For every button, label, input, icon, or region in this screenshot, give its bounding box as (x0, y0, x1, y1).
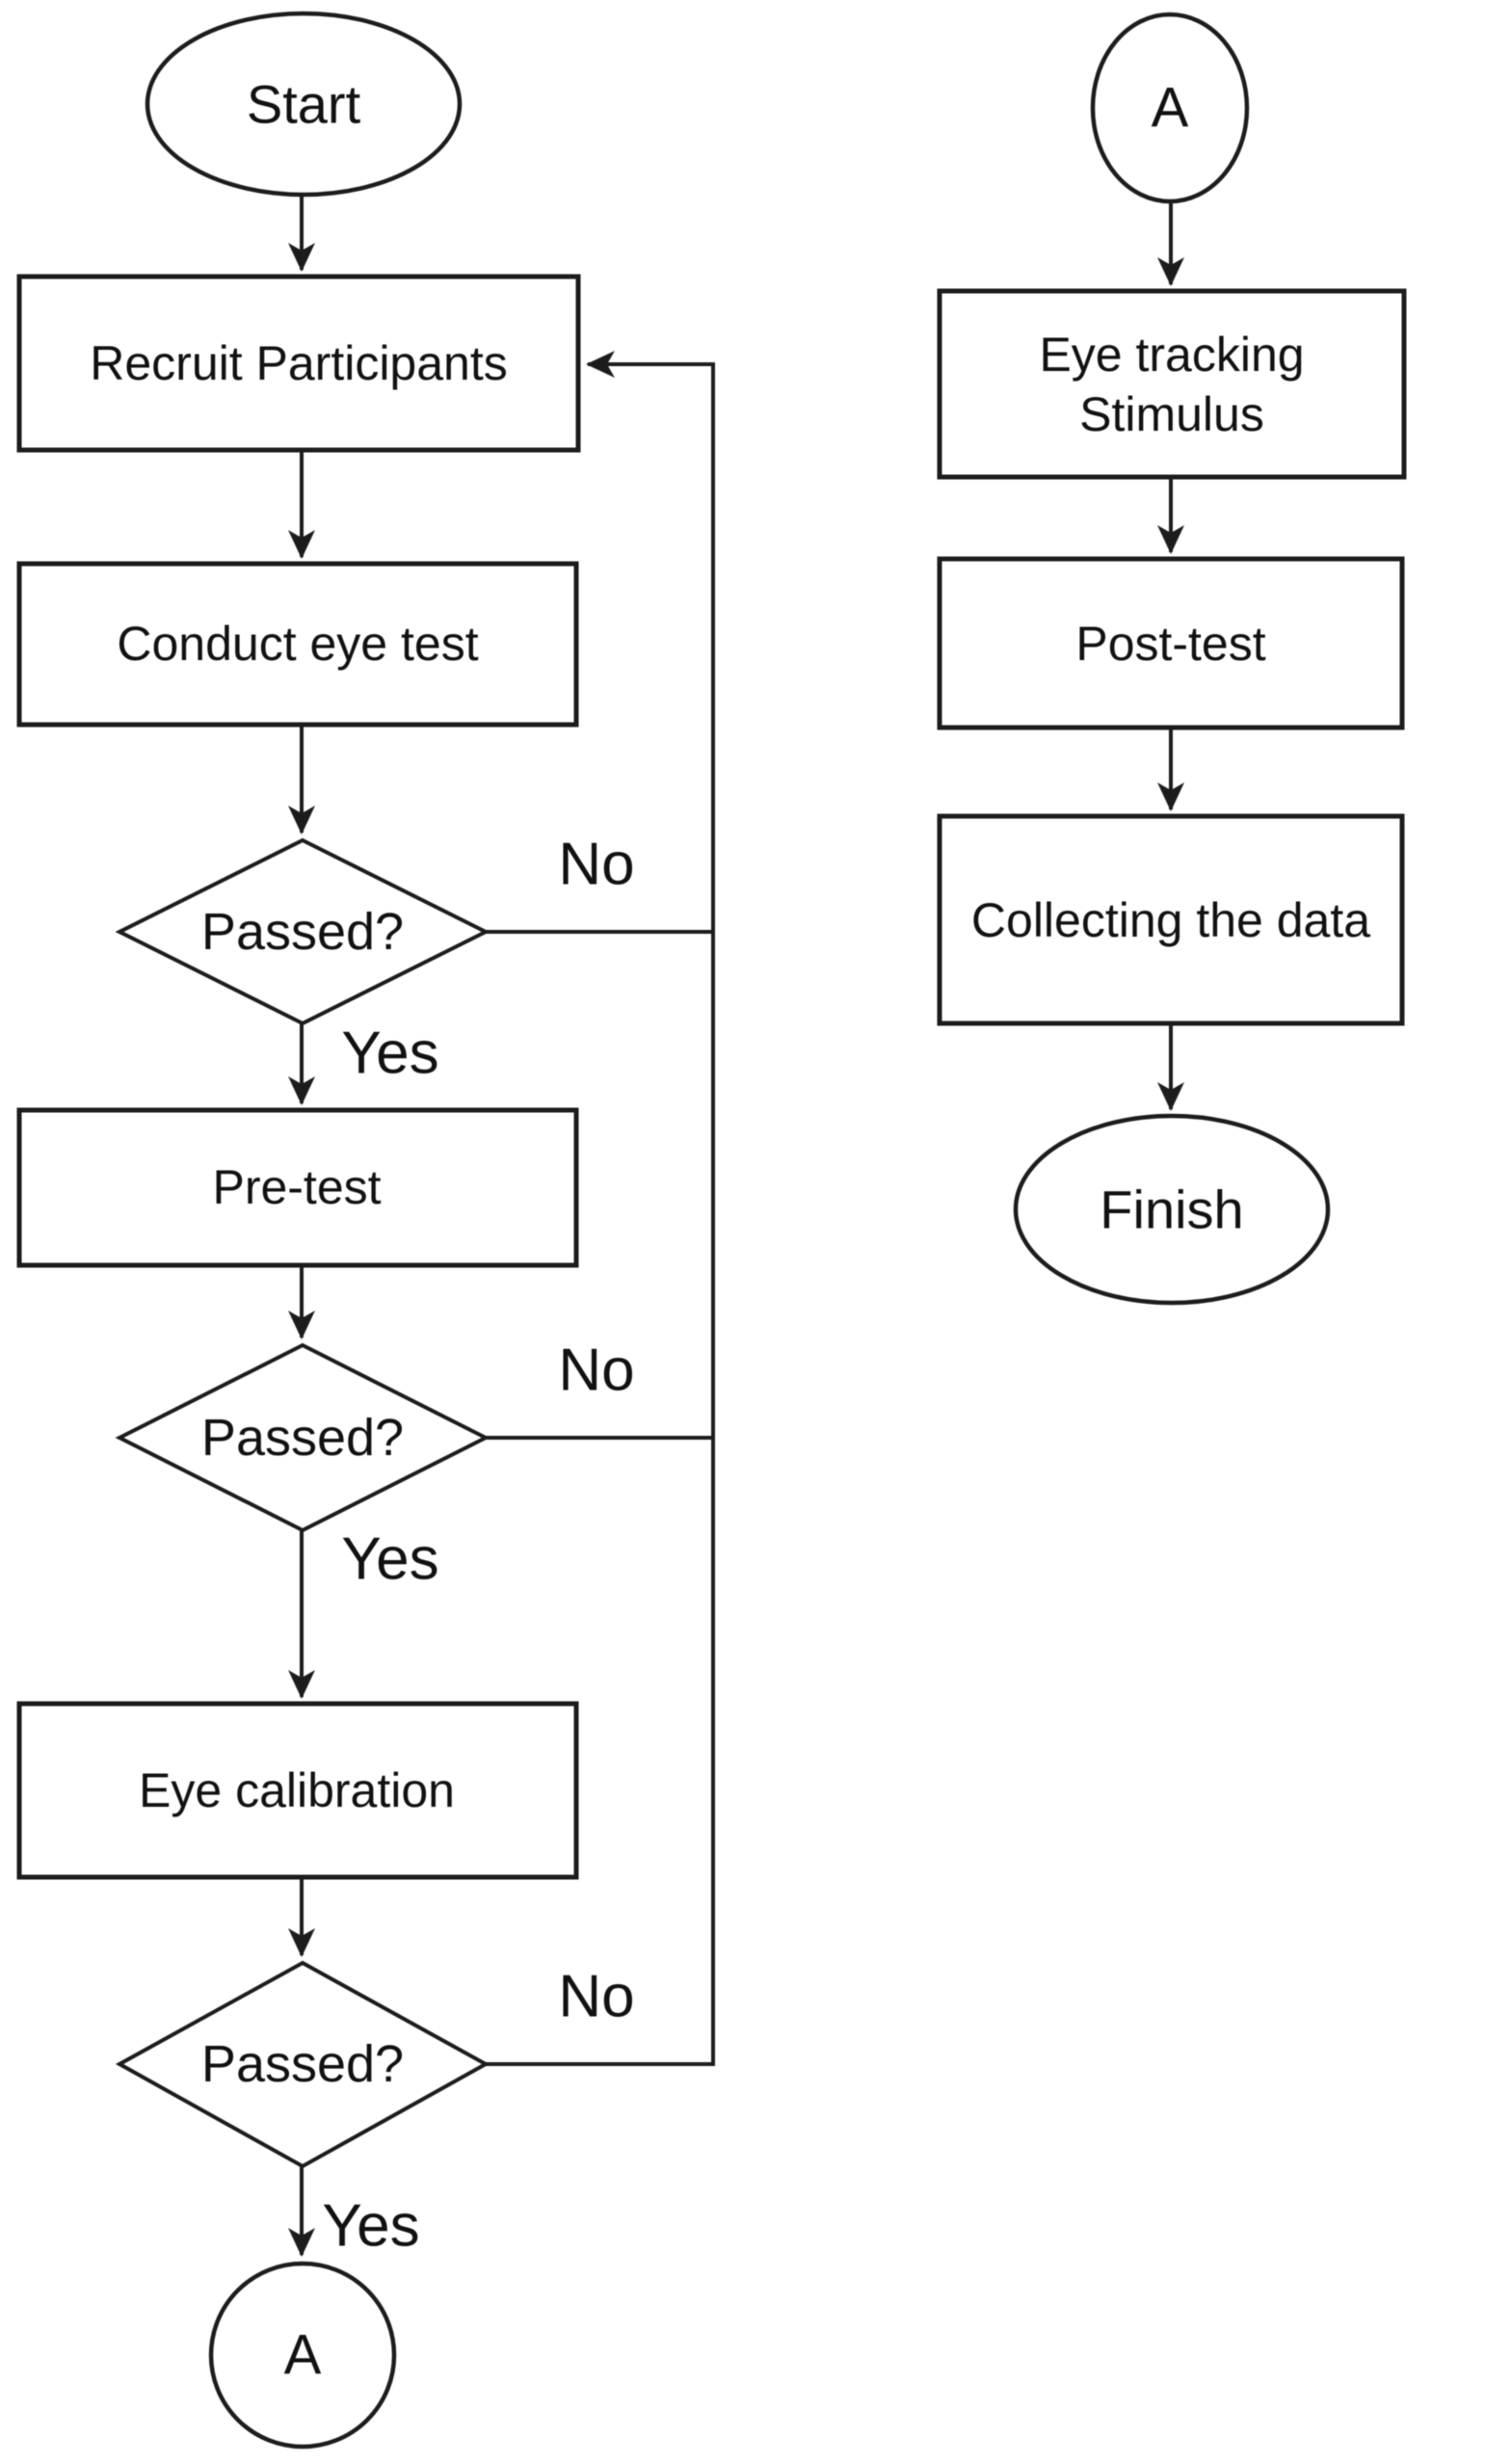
node-finish-shape (1013, 1113, 1331, 1306)
node-passed3-label: Passed? (201, 2035, 404, 2093)
node-recruit-label: Recruit Participants (90, 336, 508, 390)
node-calibration-label: Eye calibration (139, 1763, 455, 1817)
node-posttest-shape (937, 556, 1405, 730)
node-passed1-label: Passed? (201, 903, 404, 961)
edge-label-passed2-yes: Yes (341, 1526, 438, 1593)
edge-label-passed3-no: No (558, 1964, 634, 2030)
node-posttest-label: Post-test (1075, 617, 1265, 671)
node-stimulus-shape (937, 288, 1407, 480)
node-recruit-shape (16, 274, 581, 453)
node-finish-label: Finish (1100, 1179, 1243, 1240)
node-collect-label: Collecting the data (971, 893, 1370, 947)
edge-label-passed3-yes: Yes (322, 2193, 419, 2260)
edge-label-passed1-no: No (558, 832, 634, 898)
node-conduct-shape (16, 561, 579, 728)
node-start-label: Start (247, 74, 361, 135)
edge-no-feedback-loop (586, 351, 715, 2064)
node-connector-a-right-label: A (1152, 77, 1189, 140)
node-connector-a-left-shape (208, 2261, 397, 2450)
node-stimulus-label-line1: Eye tracking (1039, 328, 1304, 382)
node-start-shape (145, 11, 463, 198)
node-pretest-label: Pre-test (212, 1160, 381, 1214)
node-passed2-label: Passed? (201, 1409, 404, 1467)
edge-label-passed1-yes: Yes (341, 1020, 438, 1087)
node-pretest-shape (16, 1107, 579, 1268)
node-connector-a-left-label: A (284, 2324, 322, 2387)
node-conduct-label: Conduct eye test (117, 617, 478, 671)
node-calibration-shape (16, 1701, 579, 1880)
node-stimulus-label-line2: Stimulus (1079, 387, 1264, 441)
edge-label-passed2-no: No (558, 1338, 634, 1404)
